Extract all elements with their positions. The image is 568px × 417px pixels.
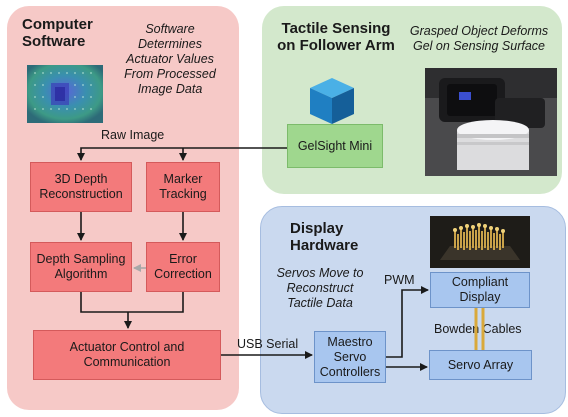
bowden-cable-lines xyxy=(474,308,485,350)
gripper-photo xyxy=(425,68,557,176)
raw-image-label: Raw Image xyxy=(101,128,165,142)
usb-serial-label: USB Serial xyxy=(237,337,299,351)
gelsight-cube-icon xyxy=(306,74,358,126)
depth-map-image xyxy=(27,65,103,123)
pin-array-photo xyxy=(430,216,530,268)
servo-array-box: Servo Array xyxy=(429,350,532,380)
pwm-label: PWM xyxy=(384,273,415,287)
gelsight-mini-box: GelSight Mini xyxy=(287,124,383,168)
bowden-cables-label: Bowden Cables xyxy=(434,322,522,336)
